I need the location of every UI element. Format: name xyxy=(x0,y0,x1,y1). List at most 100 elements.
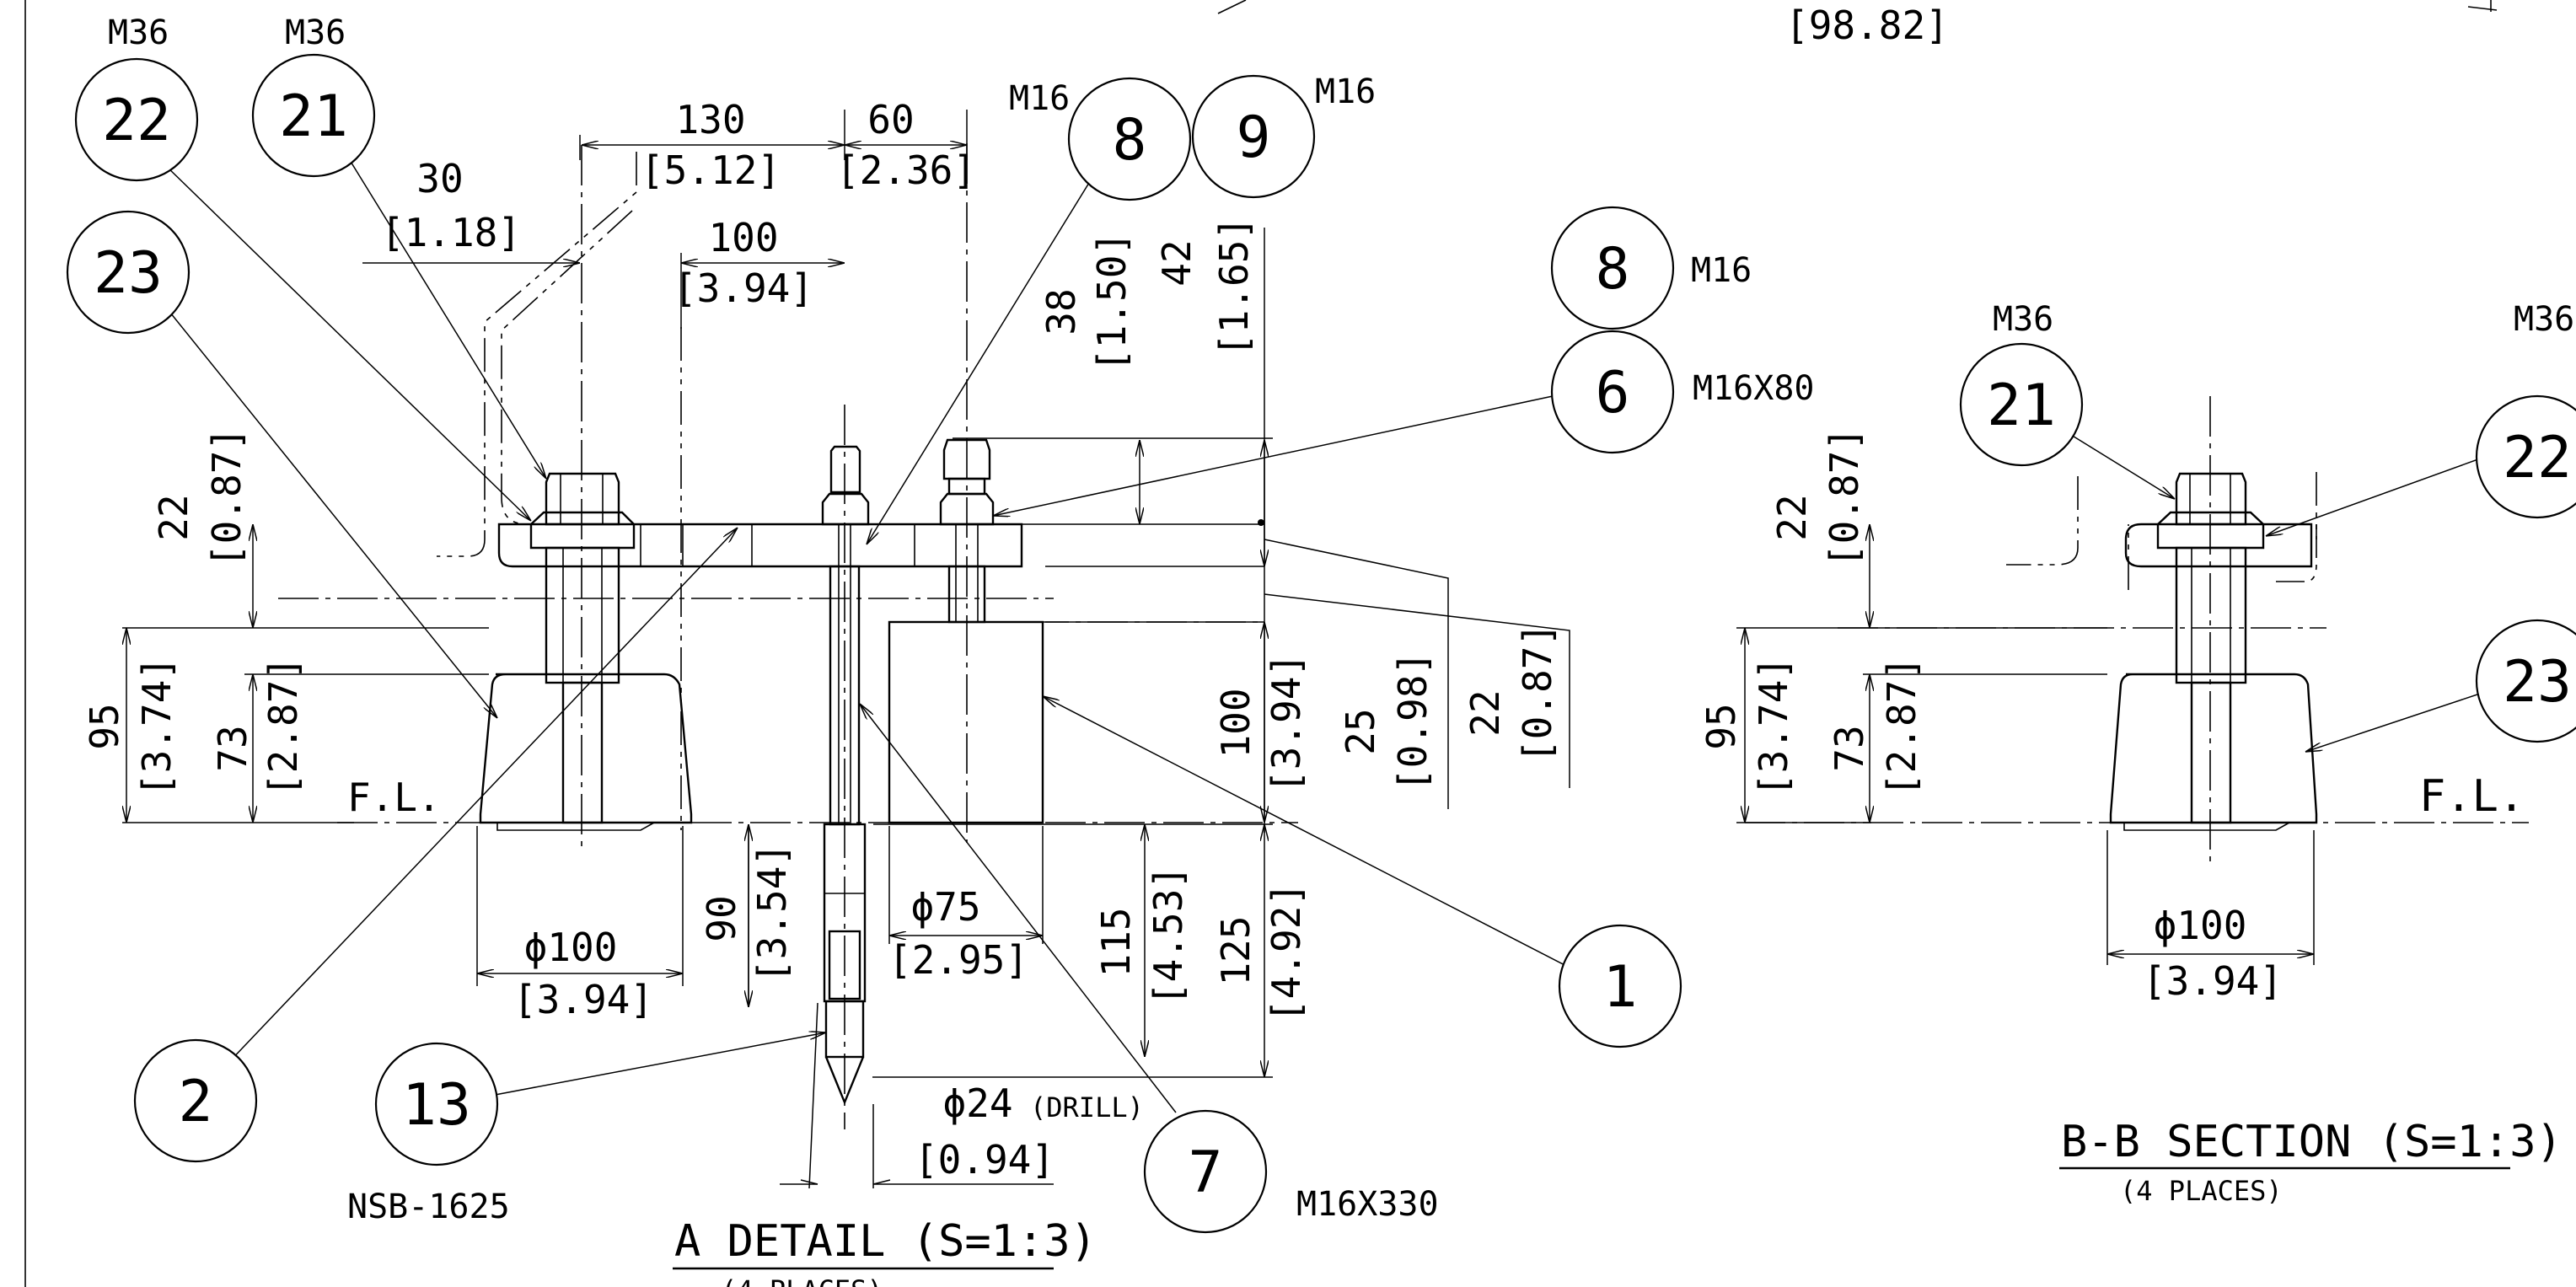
nut-8 xyxy=(821,492,870,526)
callout-nsb-1625: NSB-1625 xyxy=(347,1188,510,1226)
section-dim-phi100-inch: [3.94] xyxy=(2143,958,2283,1004)
section-callout-m36-22: M36 xyxy=(2514,300,2574,339)
sleeve-inner xyxy=(828,930,861,1000)
section-leader-21 xyxy=(2070,434,2175,499)
section-dim-73-value: 73 xyxy=(1827,725,1872,771)
frame-tick-marks xyxy=(1217,0,2498,14)
section-balloon-23 xyxy=(2475,619,2576,743)
section-dim-73-inch: [2.87] xyxy=(1879,657,1924,796)
floor-line-label: F.L. xyxy=(347,775,441,820)
balloon-9 xyxy=(1191,74,1316,199)
section-phantom xyxy=(2006,476,2317,590)
balloon-13-label: 13 xyxy=(402,1072,471,1139)
base-pad xyxy=(496,822,655,831)
section-bolt-head xyxy=(2175,472,2247,526)
dim-phi24-value: ϕ24 xyxy=(942,1081,1012,1126)
dim-115-value: 115 xyxy=(1093,907,1139,977)
a-detail-title: A DETAIL (S=1:3) xyxy=(674,1216,1097,1267)
bolt-lower xyxy=(561,681,604,824)
callout-m16-8r: M16 xyxy=(1691,251,1752,290)
stud-top-7 xyxy=(829,445,861,494)
dim-22r-inch: [0.87] xyxy=(1515,623,1560,763)
section-plate xyxy=(2124,523,2313,568)
section-dim-95-value: 95 xyxy=(1699,703,1744,749)
section-base-pad xyxy=(2123,822,2290,831)
callout-m36-22: M36 xyxy=(108,13,169,52)
jack-bolt-head-6 xyxy=(942,438,991,480)
balloon-13 xyxy=(374,1042,499,1166)
dim-95-value: 95 xyxy=(82,703,127,749)
jack-bolt-neck xyxy=(947,477,986,496)
balloon-22 xyxy=(74,57,199,182)
leader-1 xyxy=(1043,696,1570,968)
balloon-8-right-label: 8 xyxy=(1596,236,1630,303)
leader-22 xyxy=(164,164,531,521)
section-floor-line-label: F.L. xyxy=(2419,771,2525,822)
reference-dot xyxy=(1258,519,1264,526)
balloon-21-label: 21 xyxy=(279,83,348,150)
balloon-7 xyxy=(1143,1109,1268,1234)
balloon-22-label: 22 xyxy=(102,88,171,154)
dim-130-value: 130 xyxy=(675,97,745,142)
section-dim-22-inch: [0.87] xyxy=(1822,427,1867,567)
leader-6 xyxy=(993,395,1554,516)
leader-7 xyxy=(860,704,1177,1113)
leveling-base-23 xyxy=(479,673,693,824)
section-extension-lines xyxy=(1736,627,2315,965)
dim-25-value: 25 xyxy=(1338,708,1383,754)
dim-phi24-arrows xyxy=(800,1179,891,1185)
section-bolt-lower xyxy=(2190,681,2232,824)
callout-m16x80: M16X80 xyxy=(1693,369,1815,408)
dim-125-value: 125 xyxy=(1213,915,1258,985)
balloon-8 xyxy=(1067,77,1192,201)
dim-phi75-value: ϕ75 xyxy=(910,884,980,930)
dim-42-value: 42 xyxy=(1154,239,1199,286)
washer-21 xyxy=(529,511,636,550)
balloon-2-label: 2 xyxy=(179,1069,213,1135)
dim-phi100-inch: [3.94] xyxy=(513,977,653,1022)
leader-13 xyxy=(490,1032,826,1097)
section-leader-22 xyxy=(2266,456,2486,536)
callout-m36-21: M36 xyxy=(285,13,346,52)
section-balloon-21 xyxy=(1959,342,2084,467)
callout-m16-8: M16 xyxy=(1009,79,1070,118)
dim-100-top-inch: [3.94] xyxy=(674,265,813,311)
bolt-head-22 xyxy=(545,472,620,526)
nut-9 xyxy=(939,492,995,526)
dim-30-inch: [1.18] xyxy=(381,210,521,255)
section-balloon-21-label: 21 xyxy=(1987,373,2056,439)
dim-phi24-inch: [0.94] xyxy=(915,1137,1055,1182)
dim-38-value: 38 xyxy=(1038,288,1084,335)
balloon-7-label: 7 xyxy=(1189,1140,1223,1206)
balloon-8-label: 8 xyxy=(1113,107,1147,174)
dim-100-right-inch: [3.94] xyxy=(1264,653,1309,793)
section-leveling-base xyxy=(2109,673,2318,824)
dim-100-top-value: 100 xyxy=(708,215,778,260)
dim-drill-note: (DRILL) xyxy=(1030,1091,1144,1123)
dim-130-inch: [5.12] xyxy=(641,147,781,193)
balloon-1 xyxy=(1558,924,1682,1048)
section-balloon-23-label: 23 xyxy=(2503,649,2572,716)
dim-60-inch: [2.36] xyxy=(836,147,976,193)
leader-2 xyxy=(227,528,738,1064)
anchor-tip xyxy=(824,1000,865,1059)
dim-38-inch: [1.50] xyxy=(1089,232,1135,372)
dim-25-inch: [0.98] xyxy=(1390,652,1436,791)
section-dim-phi100-value: ϕ100 xyxy=(2154,903,2247,948)
balloon-6-label: 6 xyxy=(1596,360,1630,426)
dim-60-value: 60 xyxy=(867,97,914,142)
balloon-6 xyxy=(1550,330,1675,454)
dim-42-inch: [1.65] xyxy=(1211,217,1257,357)
phantom-outline-outer xyxy=(437,152,637,557)
balloon-2 xyxy=(133,1038,258,1163)
extension-lines-vertical xyxy=(579,110,1265,833)
balloon-23-label: 23 xyxy=(94,240,163,307)
leader-23 xyxy=(166,308,497,718)
dim-90-inch: [3.54] xyxy=(749,843,795,983)
dim-phi100-value: ϕ100 xyxy=(524,925,618,970)
dim-phi75-inch: [2.95] xyxy=(888,937,1028,983)
section-callout-m36-21: M36 xyxy=(1993,300,2053,339)
leader-8 xyxy=(867,178,1092,544)
b-b-section-subtitle: (4 PLACES) xyxy=(2120,1175,2283,1207)
